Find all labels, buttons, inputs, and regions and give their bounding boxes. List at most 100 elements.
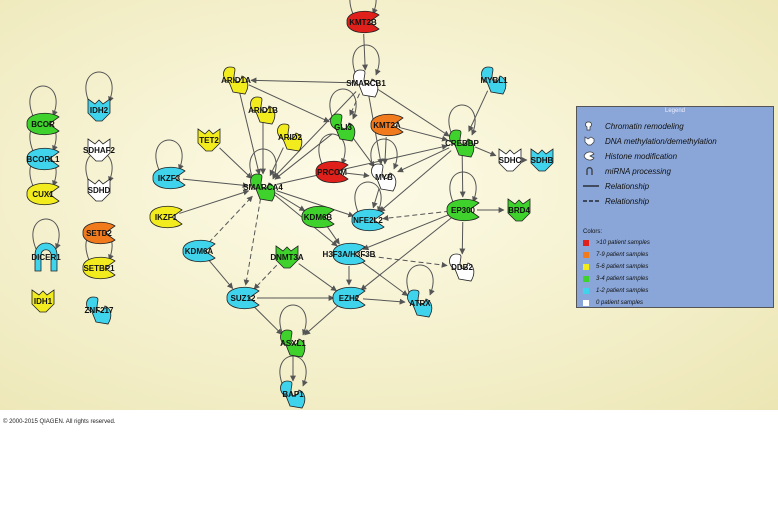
legend-item-chromatin: Chromatin remodeling (583, 121, 684, 131)
self-loop-gli3 (329, 88, 358, 120)
gene-node-sdhaf2[interactable]: SDHAF2 (83, 138, 116, 162)
gene-node-dicer1[interactable]: DICER1 (31, 242, 61, 272)
gene-node-arid2[interactable]: ARID2 (277, 123, 303, 152)
legend-item-mirna: miRNA processing (583, 166, 671, 176)
gene-shape (370, 113, 404, 137)
gene-node-kdm6b[interactable]: KDM6B (301, 205, 335, 229)
legend-item-relationship-solid: Relationship (583, 181, 649, 191)
gene-node-bcorl1[interactable]: BCORL1 (27, 147, 60, 171)
mirna-processing-icon (586, 167, 593, 175)
gene-shape (346, 10, 380, 34)
gene-node-idh2[interactable]: IDH2 (87, 98, 111, 122)
gene-label: BRD4 (508, 206, 530, 215)
gene-node-mybl1[interactable]: MYBL1 (480, 66, 508, 95)
gene-node-kdm6a[interactable]: KDM6A (182, 239, 216, 263)
gene-shape (26, 182, 60, 206)
gene-label: BCOR (31, 120, 55, 129)
gene-node-arid1b[interactable]: ARID1B (248, 96, 278, 125)
self-loop-smarca4 (249, 148, 278, 180)
gene-node-sdhb[interactable]: SDHB (530, 148, 554, 172)
gene-node-tet2[interactable]: TET2 (197, 128, 221, 152)
solid-line-icon (583, 185, 599, 187)
self-loop-ep300 (449, 171, 478, 203)
gene-node-ddb2[interactable]: DDB2 (449, 253, 475, 282)
gene-shape (197, 128, 221, 152)
gene-node-crebbp[interactable]: CREBBP (445, 129, 480, 158)
legend-color-label: 7-9 patient samples (596, 252, 649, 258)
gene-node-sdhd[interactable]: SDHD (87, 178, 111, 202)
edge-kdm6a-suz12 (208, 259, 234, 289)
gene-node-bap1[interactable]: BAP1 (280, 380, 306, 409)
edge-arid2-smarca4 (269, 147, 284, 177)
gene-node-prcom[interactable]: PRCOM (315, 160, 349, 184)
legend-color-label: 0 patient samples (596, 300, 644, 306)
gene-label: KMT2B (349, 18, 377, 27)
legend-item-relationship-dashed: Relationship (583, 196, 649, 206)
gene-label: SMARCA4 (243, 183, 283, 192)
legend-panel: Legend Chromatin remodeling DNA methylat… (576, 106, 774, 308)
gene-node-nfe2l2[interactable]: NFE2L2 (351, 208, 385, 232)
self-loop-kmt2b (349, 0, 378, 15)
gene-shape (481, 66, 507, 95)
gene-node-smarcb1[interactable]: SMARCB1 (346, 69, 386, 98)
gene-shape (31, 289, 55, 313)
gene-node-setd2[interactable]: SETD2 (82, 221, 116, 245)
gene-label: ARID1A (221, 76, 251, 85)
gene-label: IKZF3 (158, 174, 181, 183)
gene-node-myb[interactable]: MYB (371, 163, 397, 192)
legend-color-item: 3-4 patient samples (583, 276, 648, 282)
gene-node-cux1[interactable]: CUX1 (26, 182, 60, 206)
gene-node-bcor[interactable]: BCOR (26, 112, 60, 136)
self-loop-dicer1 (32, 218, 61, 250)
gene-node-arid1a[interactable]: ARID1A (221, 66, 251, 95)
gene-node-asxl1[interactable]: ASXL1 (280, 329, 306, 358)
gene-node-smarca4[interactable]: SMARCA4 (243, 173, 283, 202)
gene-label: SDHAF2 (83, 146, 116, 155)
legend-color-item: 1-2 patient samples (583, 288, 648, 294)
gene-shape (26, 112, 60, 136)
legend-color-item: 5-6 patient samples (583, 264, 648, 270)
gene-node-kmt2a[interactable]: KMT2A (370, 113, 404, 137)
gene-node-ikzf3[interactable]: IKZF3 (152, 166, 186, 190)
gene-node-sdhc[interactable]: SDHC (498, 148, 522, 172)
gene-label: GLI3 (334, 123, 352, 132)
gene-node-gli3[interactable]: GLI3 (330, 113, 356, 142)
gene-node-ep300[interactable]: EP300 (446, 198, 480, 222)
gene-node-atrx[interactable]: ATRX (407, 289, 433, 318)
gene-shape (332, 286, 366, 310)
gene-shape (223, 66, 249, 95)
gene-label: H3F3A/H3F3B (323, 250, 376, 259)
gene-label: ARID1B (248, 106, 278, 115)
gene-node-idh1[interactable]: IDH1 (31, 289, 55, 313)
gene-node-suz12[interactable]: SUZ12 (226, 286, 260, 310)
self-loop-atrx (406, 264, 435, 296)
gene-shape (87, 138, 111, 162)
gene-node-setbp1[interactable]: SETBP1 (82, 256, 116, 280)
gene-shape (371, 163, 397, 192)
self-loop-smarcb1 (352, 44, 381, 76)
edge-h3f3a-ddb2 (362, 254, 448, 268)
gene-shape (275, 245, 299, 269)
gene-node-ezh2[interactable]: EZH2 (332, 286, 366, 310)
gene-node-brd4[interactable]: BRD4 (507, 198, 530, 222)
self-loop-crebbp (448, 104, 477, 136)
gene-node-kmt2b[interactable]: KMT2B (346, 10, 380, 34)
gene-label: ASXL1 (280, 339, 306, 348)
gene-shape (250, 173, 276, 202)
legend-color-label: >10 patient samples (596, 240, 650, 246)
edge-crebbp-sdhc (475, 146, 497, 157)
gene-shape (152, 166, 186, 190)
gene-label: ZNF217 (85, 306, 114, 315)
edge-kdm6a-smarca4 (208, 195, 253, 243)
gene-label: PRCOM (317, 168, 347, 177)
edge-tet2-smarca4 (219, 147, 253, 179)
gene-node-dnmt3a[interactable]: DNMT3A (270, 245, 304, 269)
edge-smarca4-crebbp (276, 144, 448, 185)
legend-item-label: Chromatin remodeling (605, 121, 684, 131)
gene-node-h3f3a[interactable]: H3F3A/H3F3B (323, 242, 376, 266)
gene-node-ikzf1[interactable]: IKZF1 (149, 205, 183, 229)
gene-node-znf217[interactable]: ZNF217 (85, 296, 114, 325)
edge-dnmt3a-ezh2 (298, 263, 337, 292)
edge-suz12-asxl1 (253, 305, 283, 335)
self-loop-prcom (318, 133, 347, 165)
